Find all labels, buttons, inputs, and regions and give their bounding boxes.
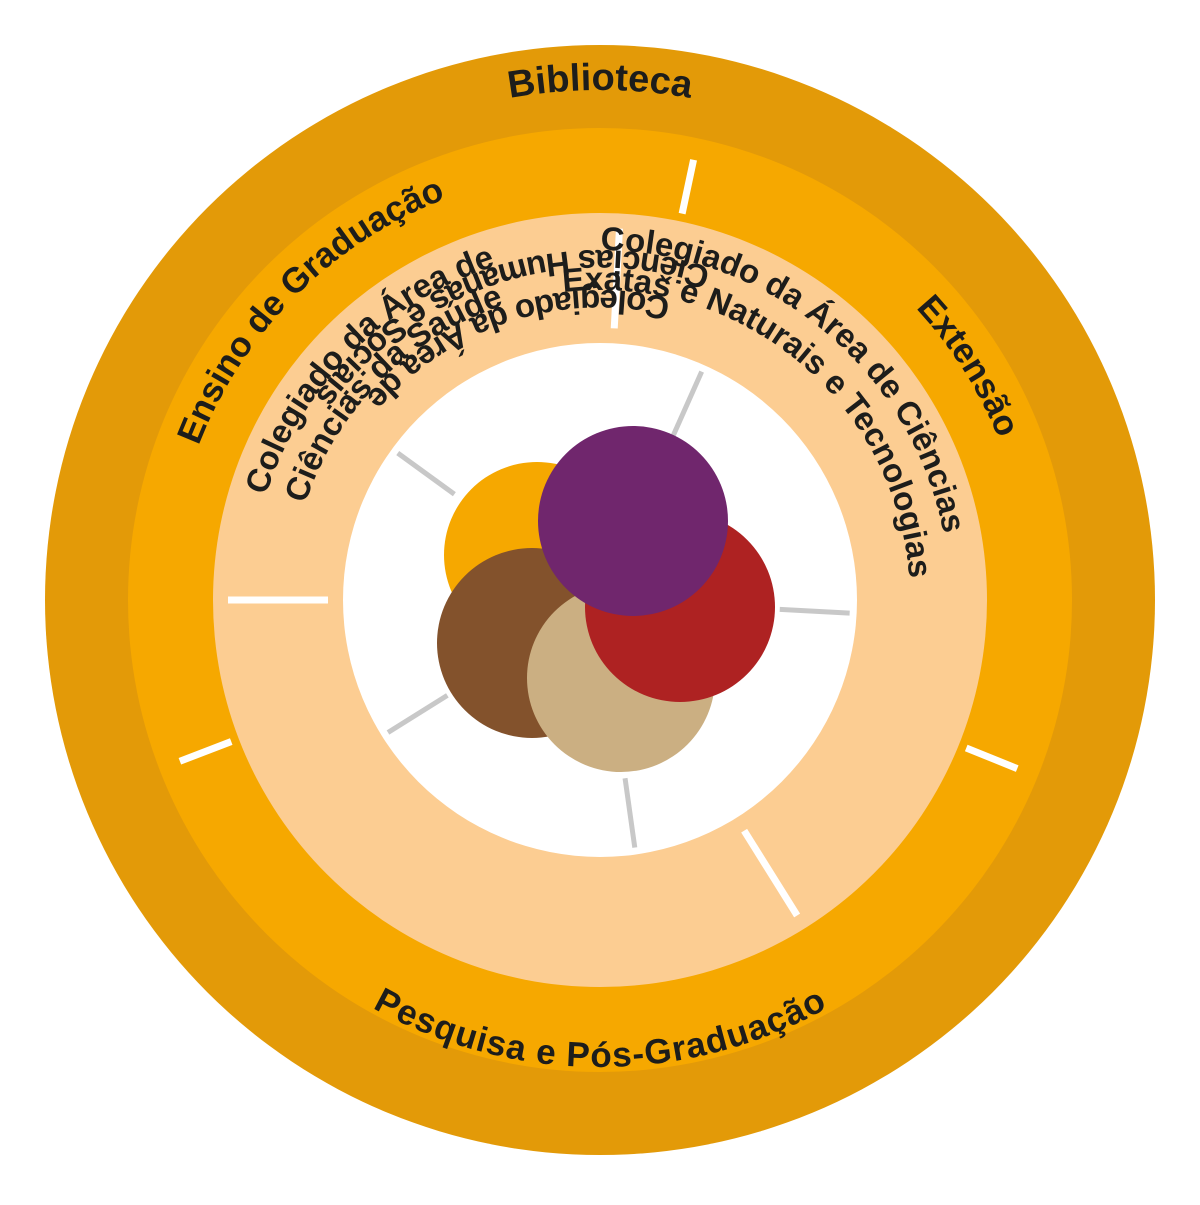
middle-ring-dividers xyxy=(178,159,1019,772)
gray-tick xyxy=(386,693,449,735)
gray-tick xyxy=(779,606,850,616)
purple-circle xyxy=(538,426,728,616)
middle-ring-divider xyxy=(964,744,1019,772)
gray-tick xyxy=(670,370,704,437)
inner-ring-divider xyxy=(610,228,623,329)
outer-ring-label: Biblioteca xyxy=(505,57,697,107)
center-circles-group xyxy=(437,426,775,772)
center-tick-marks xyxy=(386,370,850,848)
gray-tick xyxy=(622,777,638,848)
inner-ring-dividers xyxy=(228,228,801,918)
inner-ring-divider xyxy=(741,828,801,918)
gray-tick xyxy=(396,451,456,497)
biblioteca-label: Biblioteca xyxy=(505,57,697,107)
middle-ring-divider xyxy=(178,738,233,765)
middle-ring-divider xyxy=(678,159,697,215)
